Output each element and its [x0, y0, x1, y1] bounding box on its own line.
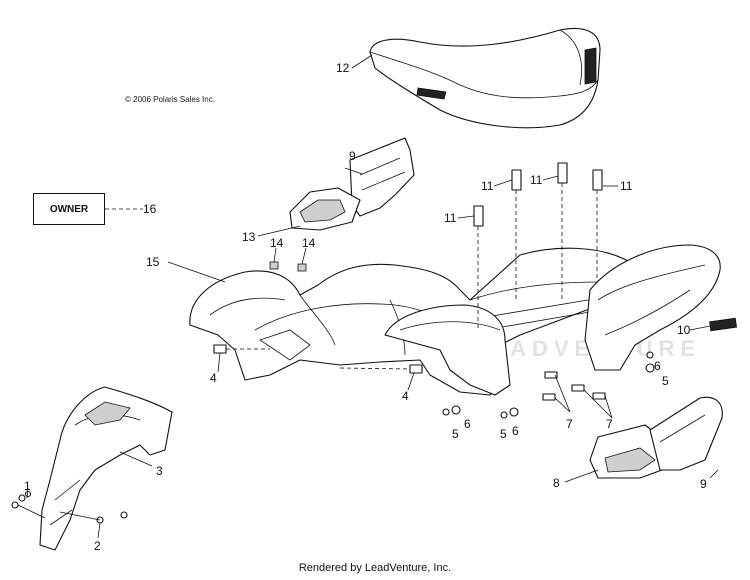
leader-11d [457, 215, 475, 219]
leader-14a [273, 247, 277, 263]
callout-12: 12 [336, 61, 350, 75]
callout-4b: 4 [402, 389, 409, 403]
owner-label: OWNER [49, 203, 89, 215]
callout-2: 2 [94, 539, 101, 553]
callout-11c: 11 [620, 179, 633, 193]
callout-5a: 5 [452, 427, 459, 441]
seat-part [369, 27, 601, 129]
bolts-4 [213, 344, 423, 374]
callout-13: 13 [242, 230, 256, 244]
leader-1 [26, 487, 29, 499]
bolts-11 [473, 162, 603, 330]
callout-10: 10 [677, 323, 691, 337]
callout-11b: 11 [530, 173, 543, 187]
callout-3: 3 [156, 464, 163, 478]
callout-6b: 6 [512, 424, 519, 438]
leader-12 [351, 54, 373, 69]
footer-credit: Rendered by LeadVenture, Inc. [298, 562, 452, 574]
reflector-part [709, 317, 738, 332]
callout-11a: 11 [481, 179, 494, 193]
callout-1: 1 [24, 479, 31, 493]
hardware-5-6-7 [442, 351, 655, 419]
callout-9a: 9 [349, 149, 356, 163]
front-panel-part [289, 137, 415, 231]
callout-5c: 5 [662, 374, 669, 388]
front-nose-part [39, 386, 173, 551]
callout-15: 15 [146, 255, 160, 269]
callout-8: 8 [553, 476, 560, 490]
leader-3 [119, 451, 153, 467]
leader-8 [564, 469, 599, 483]
callout-11d: 11 [444, 211, 457, 225]
leader-11a [493, 179, 513, 187]
callout-14b: 14 [302, 236, 316, 250]
callout-9b: 9 [700, 477, 707, 491]
callout-6a: 6 [464, 417, 471, 431]
leader-13 [257, 225, 301, 237]
clip-14b [297, 263, 307, 272]
leader-10 [689, 325, 711, 331]
leader-14b [301, 247, 307, 265]
callout-7a: 7 [566, 417, 573, 431]
leader-9b [709, 469, 719, 479]
callout-14a: 14 [270, 236, 284, 250]
front-fender-part [384, 304, 511, 396]
leader-15 [167, 261, 226, 283]
callout-7b: 7 [606, 417, 613, 431]
leader-4b [407, 372, 415, 391]
callout-5b: 5 [500, 427, 507, 441]
leader-11b [542, 175, 559, 181]
screws-1-2 [11, 490, 128, 524]
callout-4a: 4 [210, 371, 217, 385]
copyright-notice: © 2006 Polaris Sales Inc. [125, 95, 215, 104]
callout-16: 16 [143, 202, 157, 216]
clip-14a [269, 261, 279, 270]
callout-6c: 6 [654, 359, 661, 373]
leader-9a [344, 167, 363, 175]
side-panel-part [589, 396, 723, 479]
leader-2 [97, 522, 101, 539]
leader-4a [217, 352, 221, 373]
rear-fender-part [584, 244, 721, 371]
owner-decal: OWNER [33, 193, 105, 225]
